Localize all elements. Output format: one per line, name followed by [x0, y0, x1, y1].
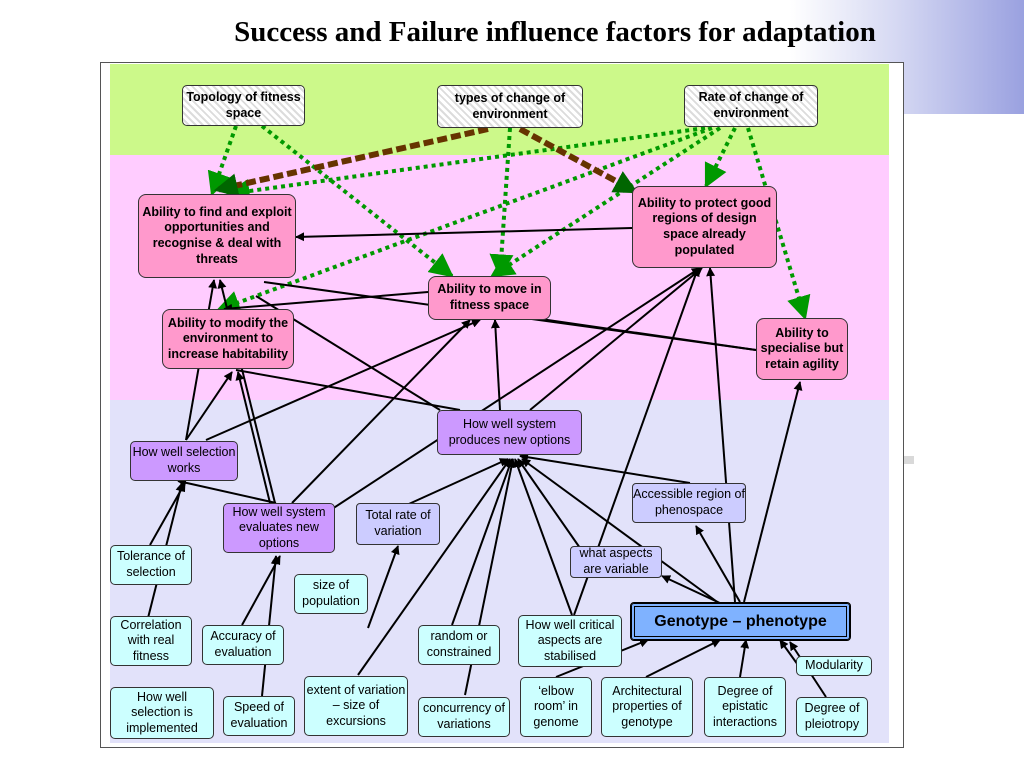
node-concurrency-variations: concurrency of variations [418, 697, 510, 737]
node-genotype-phenotype: Genotype – phenotype [630, 602, 851, 641]
node-topology-fitness-space: Topology of fitness space [182, 85, 305, 126]
link-epistatic-genotype [739, 639, 750, 678]
link-types-move [489, 127, 514, 279]
link-types-protect [518, 126, 639, 195]
link-size-total [367, 545, 400, 629]
node-critical-aspects-stabilised: How well critical aspects are stabilised [518, 615, 622, 667]
link-evaluates-protect [299, 267, 701, 531]
link-rate-protect [704, 127, 737, 189]
node-size-population: size of population [294, 574, 368, 614]
link-random-produces [451, 458, 514, 626]
node-modularity: Modularity [796, 656, 872, 676]
link-produces-move [490, 319, 501, 411]
node-modify-environment: Ability to modify the environment to inc… [162, 309, 294, 369]
link-rate-find [225, 126, 706, 203]
node-speed-evaluation: Speed of evaluation [223, 696, 295, 736]
link-genotype-protect [706, 267, 736, 603]
node-accuracy-evaluation: Accuracy of evaluation [202, 625, 284, 665]
link-genotype-accessible [695, 525, 741, 603]
node-tolerance-selection: Tolerance of selection [110, 545, 192, 585]
node-architectural-properties: Architectural properties of genotype [601, 677, 693, 737]
node-accessible-region: Accessible region of phenospace [632, 483, 746, 523]
link-topology-move [260, 124, 454, 278]
link-types-find [213, 126, 489, 197]
node-protect-regions: Ability to protect good regions of desig… [632, 186, 777, 268]
node-find-exploit: Ability to find and exploit opportunitie… [138, 194, 296, 278]
link-aspects-produces [517, 458, 581, 549]
link-produces-modify [235, 369, 461, 411]
slide-title: Success and Failure influence factors fo… [234, 16, 876, 48]
link-arch-genotype [645, 639, 721, 678]
link-selection-modify [185, 371, 233, 441]
link-stabilised-produces [513, 458, 573, 616]
node-elbow-room-genome: ‘elbow room’ in genome [520, 677, 592, 737]
node-move-fitness-space: Ability to move in fitness space [428, 276, 551, 320]
node-total-rate-variation: Total rate of variation [356, 503, 440, 545]
link-move-modify [223, 291, 429, 313]
node-extent-variation: extent of variation – size of excursions [304, 676, 408, 736]
link-evaluates-selection [177, 478, 277, 504]
link-protect-find [295, 227, 633, 242]
node-correlation-fitness: Correlation with real fitness [110, 616, 192, 666]
link-genotype-specialise [743, 381, 803, 603]
link-evaluates-modify [235, 371, 271, 504]
node-selection-works: How well selection works [130, 441, 238, 481]
node-evaluates-options: How well system evaluates new options [223, 503, 335, 553]
link-evaluates-move [291, 319, 471, 504]
link-accessible-produces [519, 452, 691, 484]
node-types-of-change: types of change of environment [437, 85, 583, 128]
node-epistatic-interactions: Degree of epistatic interactions [704, 677, 786, 737]
node-pleiotropy: Degree of pleiotropy [796, 697, 868, 737]
link-modularity-genotype [779, 639, 799, 666]
link-extent-produces [357, 458, 511, 676]
link-selection-move [205, 319, 481, 441]
node-produces-options: How well system produces new options [437, 410, 582, 455]
node-specialise-agility: Ability to specialise but retain agility [756, 318, 848, 380]
node-rate-of-change: Rate of change of environment [684, 85, 818, 127]
link-rate-move [489, 126, 722, 278]
node-random-constrained: random or constrained [418, 625, 500, 665]
link-total-produces [399, 458, 509, 509]
node-what-aspects-variable: what aspects are variable [570, 546, 662, 578]
link-produces-protect [529, 267, 703, 411]
node-selection-implemented: How well selection is implemented [110, 687, 214, 739]
link-genotype-produces [521, 458, 721, 605]
link-accuracy-evaluates [241, 555, 281, 626]
